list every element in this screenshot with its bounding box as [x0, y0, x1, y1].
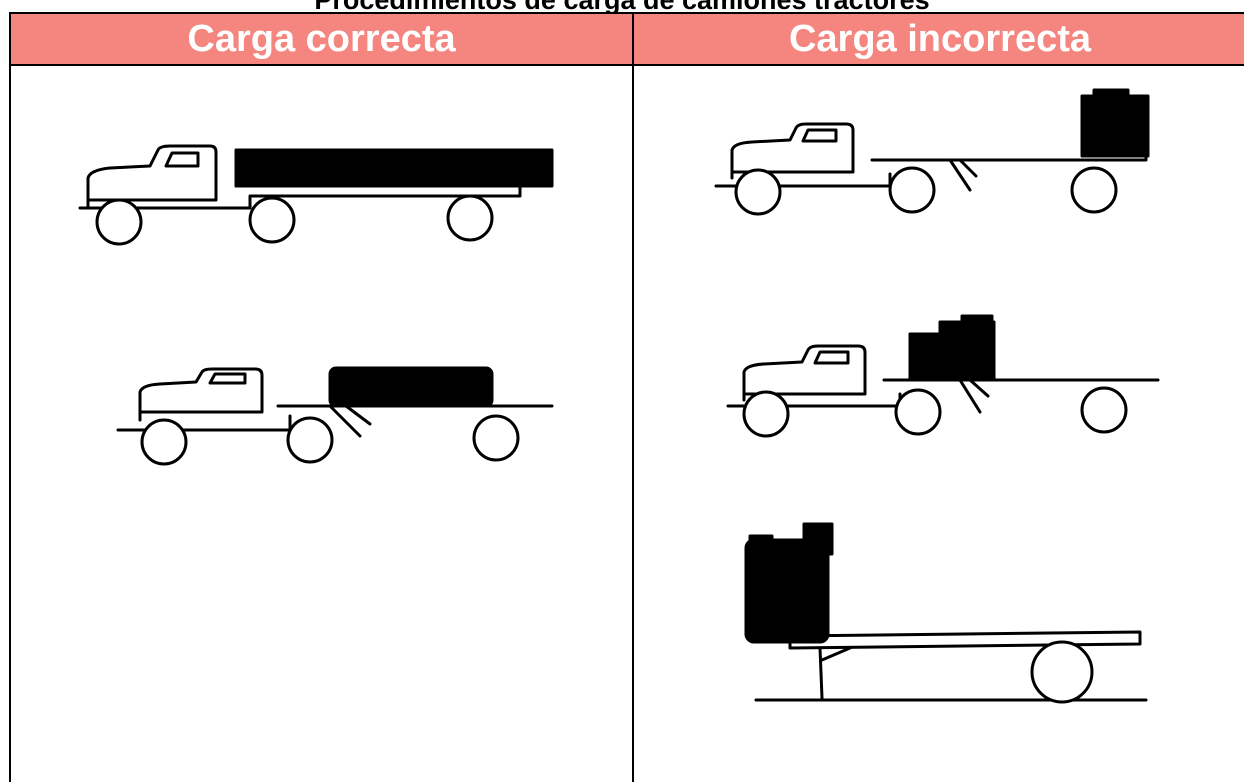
incorrect-loading-heading: Carga incorrecta: [634, 14, 1244, 66]
loading-comparison-table: Carga correcta Carga incorrecta: [9, 12, 1244, 782]
incorrect-loading-column: Carga incorrecta: [634, 14, 1244, 782]
tractor-semitrailer-front-load-icon: [726, 314, 1160, 438]
correct-loading-heading: Carga correcta: [11, 14, 632, 66]
tractor-semitrailer-rear-load-icon: [714, 88, 1150, 216]
detached-semitrailer-front-load-icon: [744, 522, 1148, 704]
flatbed-truck-full-load-icon: [78, 144, 554, 246]
correct-loading-column: Carga correcta: [11, 14, 634, 782]
tractor-semitrailer-centered-load-icon: [116, 366, 554, 466]
page-title: Procedimientos de carga de camiones trac…: [314, 0, 930, 15]
